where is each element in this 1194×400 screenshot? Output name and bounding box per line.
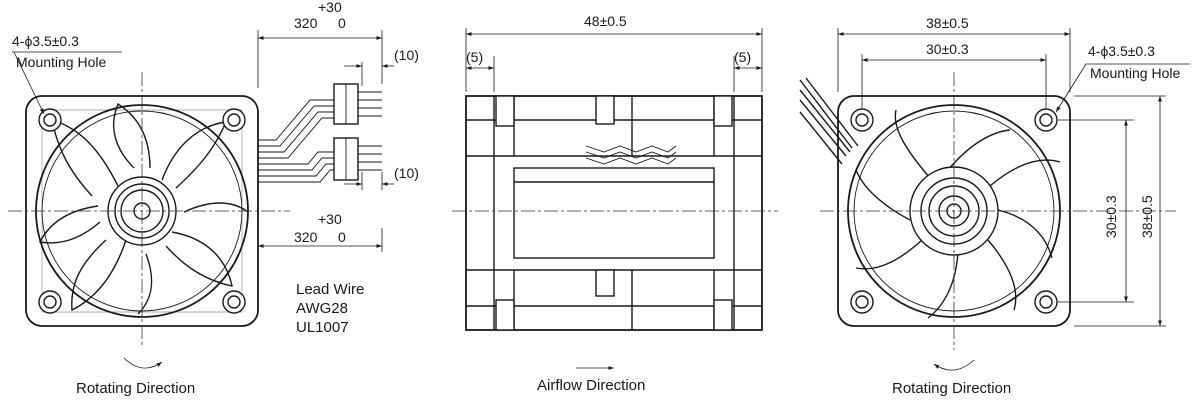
lead-strip-top: (10): [394, 47, 419, 63]
side-caption: Airflow Direction: [537, 377, 645, 394]
side-right-offset: (5): [734, 49, 751, 65]
lead-tol-bottom-minus: 0: [338, 229, 346, 245]
lead-tol-top-minus: 0: [338, 15, 346, 31]
side-motor-block: [513, 167, 715, 259]
side-view: 48±0.5 (5) (5) Airflow Direction: [452, 13, 778, 394]
front-mounting-holes: [38, 108, 246, 314]
rear-hole-spec: 4-ϕ3.5±0.3: [1088, 43, 1155, 59]
rear-mounting-holes: [850, 108, 1058, 314]
lead-length-top: 320: [294, 15, 318, 31]
rear-view: 38±0.5 30±0.3 4-ϕ3.5±0.3 Mounting Hole 3…: [799, 15, 1190, 397]
side-left-offset: (5): [466, 49, 483, 65]
side-center-blades: [585, 145, 677, 165]
front-caption: Rotating Direction: [76, 380, 195, 397]
rear-caption: Rotating Direction: [892, 380, 1011, 397]
rear-hole-pitch-v: 30±0.3: [1103, 195, 1119, 238]
wire-spec-line2: AWG28: [296, 300, 348, 317]
wire-spec-line1: Lead Wire: [296, 281, 364, 298]
rear-rotation-arrow: [933, 359, 975, 371]
rear-lead-wires: [799, 77, 859, 165]
rear-fan-blades: [855, 109, 1061, 319]
front-connectors: [333, 83, 382, 181]
rear-hole-pitch-h: 30±0.3: [926, 41, 969, 57]
front-hole-label: Mounting Hole: [16, 54, 106, 70]
front-rotation-arrow: [123, 357, 163, 369]
rear-hole-label: Mounting Hole: [1090, 65, 1180, 81]
lead-length-bottom: 320: [294, 229, 318, 245]
lead-tol-bottom-plus: +30: [318, 211, 342, 227]
wire-spec-line3: UL1007: [296, 319, 349, 336]
lead-strip-bottom: (10): [394, 165, 419, 181]
front-view: +30 320 0 (10) (10) +30 320 0 4-ϕ3.5±0.3…: [8, 0, 419, 397]
side-overall-width: 48±0.5: [584, 13, 627, 29]
rear-outer-width: 38±0.5: [926, 15, 969, 31]
rear-outer-height: 38±0.5: [1139, 195, 1155, 238]
front-lead-wires: [258, 99, 340, 183]
front-hole-spec: 4-ϕ3.5±0.3: [12, 33, 79, 49]
lead-tol-top-plus: +30: [318, 0, 342, 15]
